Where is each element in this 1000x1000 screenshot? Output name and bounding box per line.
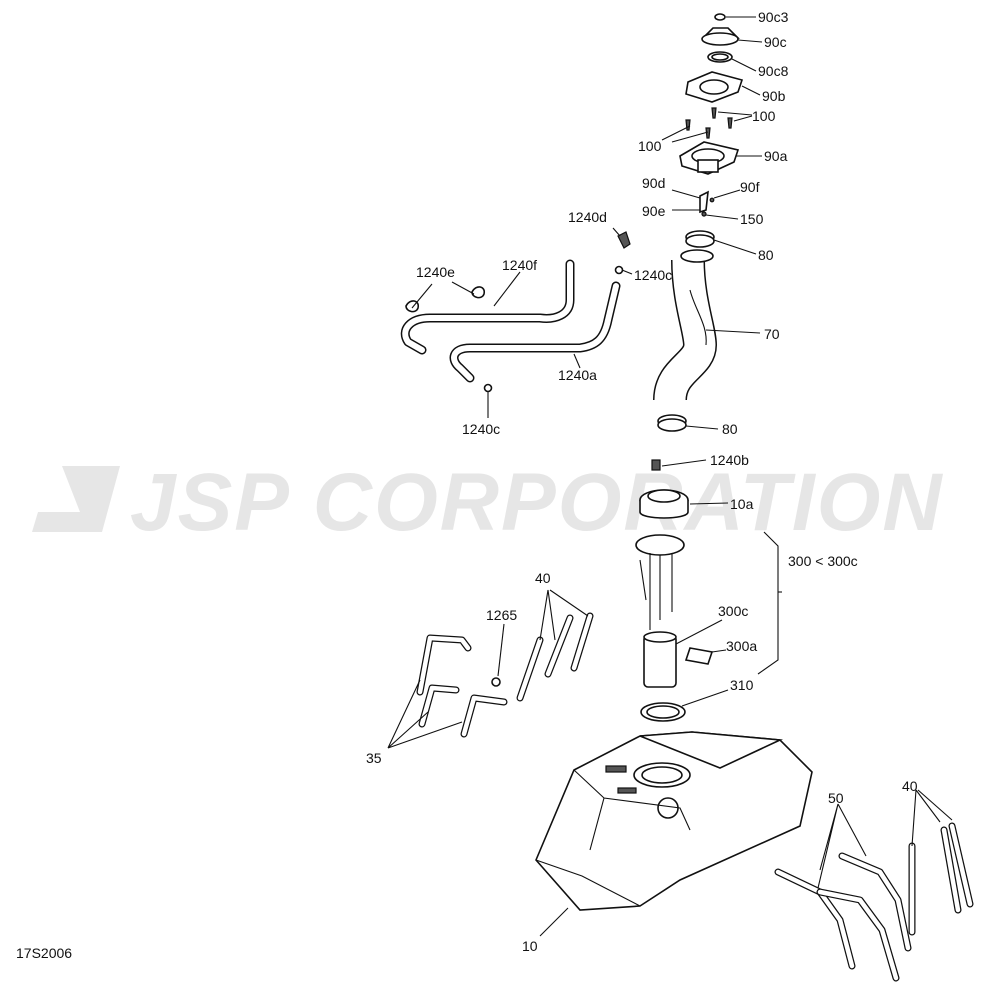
part-10-fuel-tank	[535, 731, 813, 911]
callout-90d: 90d	[642, 175, 665, 191]
part-70-filler-hose	[653, 249, 718, 402]
callout-90b: 90b	[762, 88, 786, 104]
leader-lines	[387, 16, 953, 937]
part-80-clamp-lower	[657, 414, 687, 432]
callout-90f: 90f	[740, 179, 760, 195]
part-1240b-fitting	[651, 459, 661, 471]
part-300-fuel-pump-module	[635, 534, 714, 688]
callout-90c8: 90c8	[758, 63, 789, 79]
watermark: JSP CORPORATION	[32, 457, 944, 548]
part-90d-clip	[699, 190, 715, 217]
part-90c3-cap-plug	[714, 13, 726, 21]
callout-300a: 300a	[726, 638, 757, 654]
part-40-straps-right	[908, 822, 974, 936]
callout-10a: 10a	[730, 496, 754, 512]
callout-90a: 90a	[764, 148, 788, 164]
part-80-clamp-upper	[685, 230, 715, 248]
callout-100-left: 100	[638, 138, 662, 154]
part-100-screws	[685, 107, 733, 139]
callout-40-left: 40	[535, 570, 551, 586]
watermark-logo-mark	[32, 466, 120, 532]
watermark-text: JSP CORPORATION	[130, 457, 944, 548]
part-90c8-seal-ring	[707, 51, 733, 63]
callout-labels: 90c3 90c 90c8 90b 100 100 90a 90d 90f 90…	[366, 9, 918, 954]
part-310-seal	[640, 702, 686, 722]
callout-90c: 90c	[764, 34, 787, 50]
part-35-straps	[416, 634, 508, 738]
callout-90e: 90e	[642, 203, 666, 219]
callout-300c: 300c	[718, 603, 748, 619]
part-50-straps	[774, 852, 912, 982]
callout-1240d: 1240d	[568, 209, 607, 225]
callout-35: 35	[366, 750, 382, 766]
callout-300-range: 300 < 300c	[788, 553, 858, 569]
callout-50: 50	[828, 790, 844, 806]
part-1240f-vent-hose	[400, 259, 575, 355]
callout-1240a: 1240a	[558, 367, 597, 383]
callout-90c3: 90c3	[758, 9, 789, 25]
callout-1240c-bottom: 1240c	[462, 421, 500, 437]
part-10a-lock-ring	[639, 489, 689, 519]
callout-1240b: 1240b	[710, 452, 749, 468]
callout-10: 10	[522, 938, 538, 954]
callout-310: 310	[730, 677, 754, 693]
callout-1265: 1265	[486, 607, 517, 623]
part-1240d-vent-valve	[617, 231, 631, 249]
callout-1240c-top: 1240c	[634, 267, 672, 283]
callout-80-lower: 80	[722, 421, 738, 437]
callout-70: 70	[764, 326, 780, 342]
diagram-code: 17S2006	[16, 945, 72, 961]
part-1240e-clamps	[405, 286, 486, 313]
part-1265-grommet	[491, 677, 501, 687]
callout-40-right: 40	[902, 778, 918, 794]
callout-100-right: 100	[752, 108, 776, 124]
callout-150: 150	[740, 211, 764, 227]
callout-80-upper: 80	[758, 247, 774, 263]
part-1240a-vent-hose	[449, 281, 621, 383]
part-90c-cap	[701, 27, 740, 46]
part-90b-gasket	[685, 71, 744, 103]
callout-1240f: 1240f	[502, 257, 537, 273]
part-40-straps-left	[516, 612, 594, 702]
part-90a-filler-base	[679, 141, 740, 175]
callout-1240e: 1240e	[416, 264, 455, 280]
